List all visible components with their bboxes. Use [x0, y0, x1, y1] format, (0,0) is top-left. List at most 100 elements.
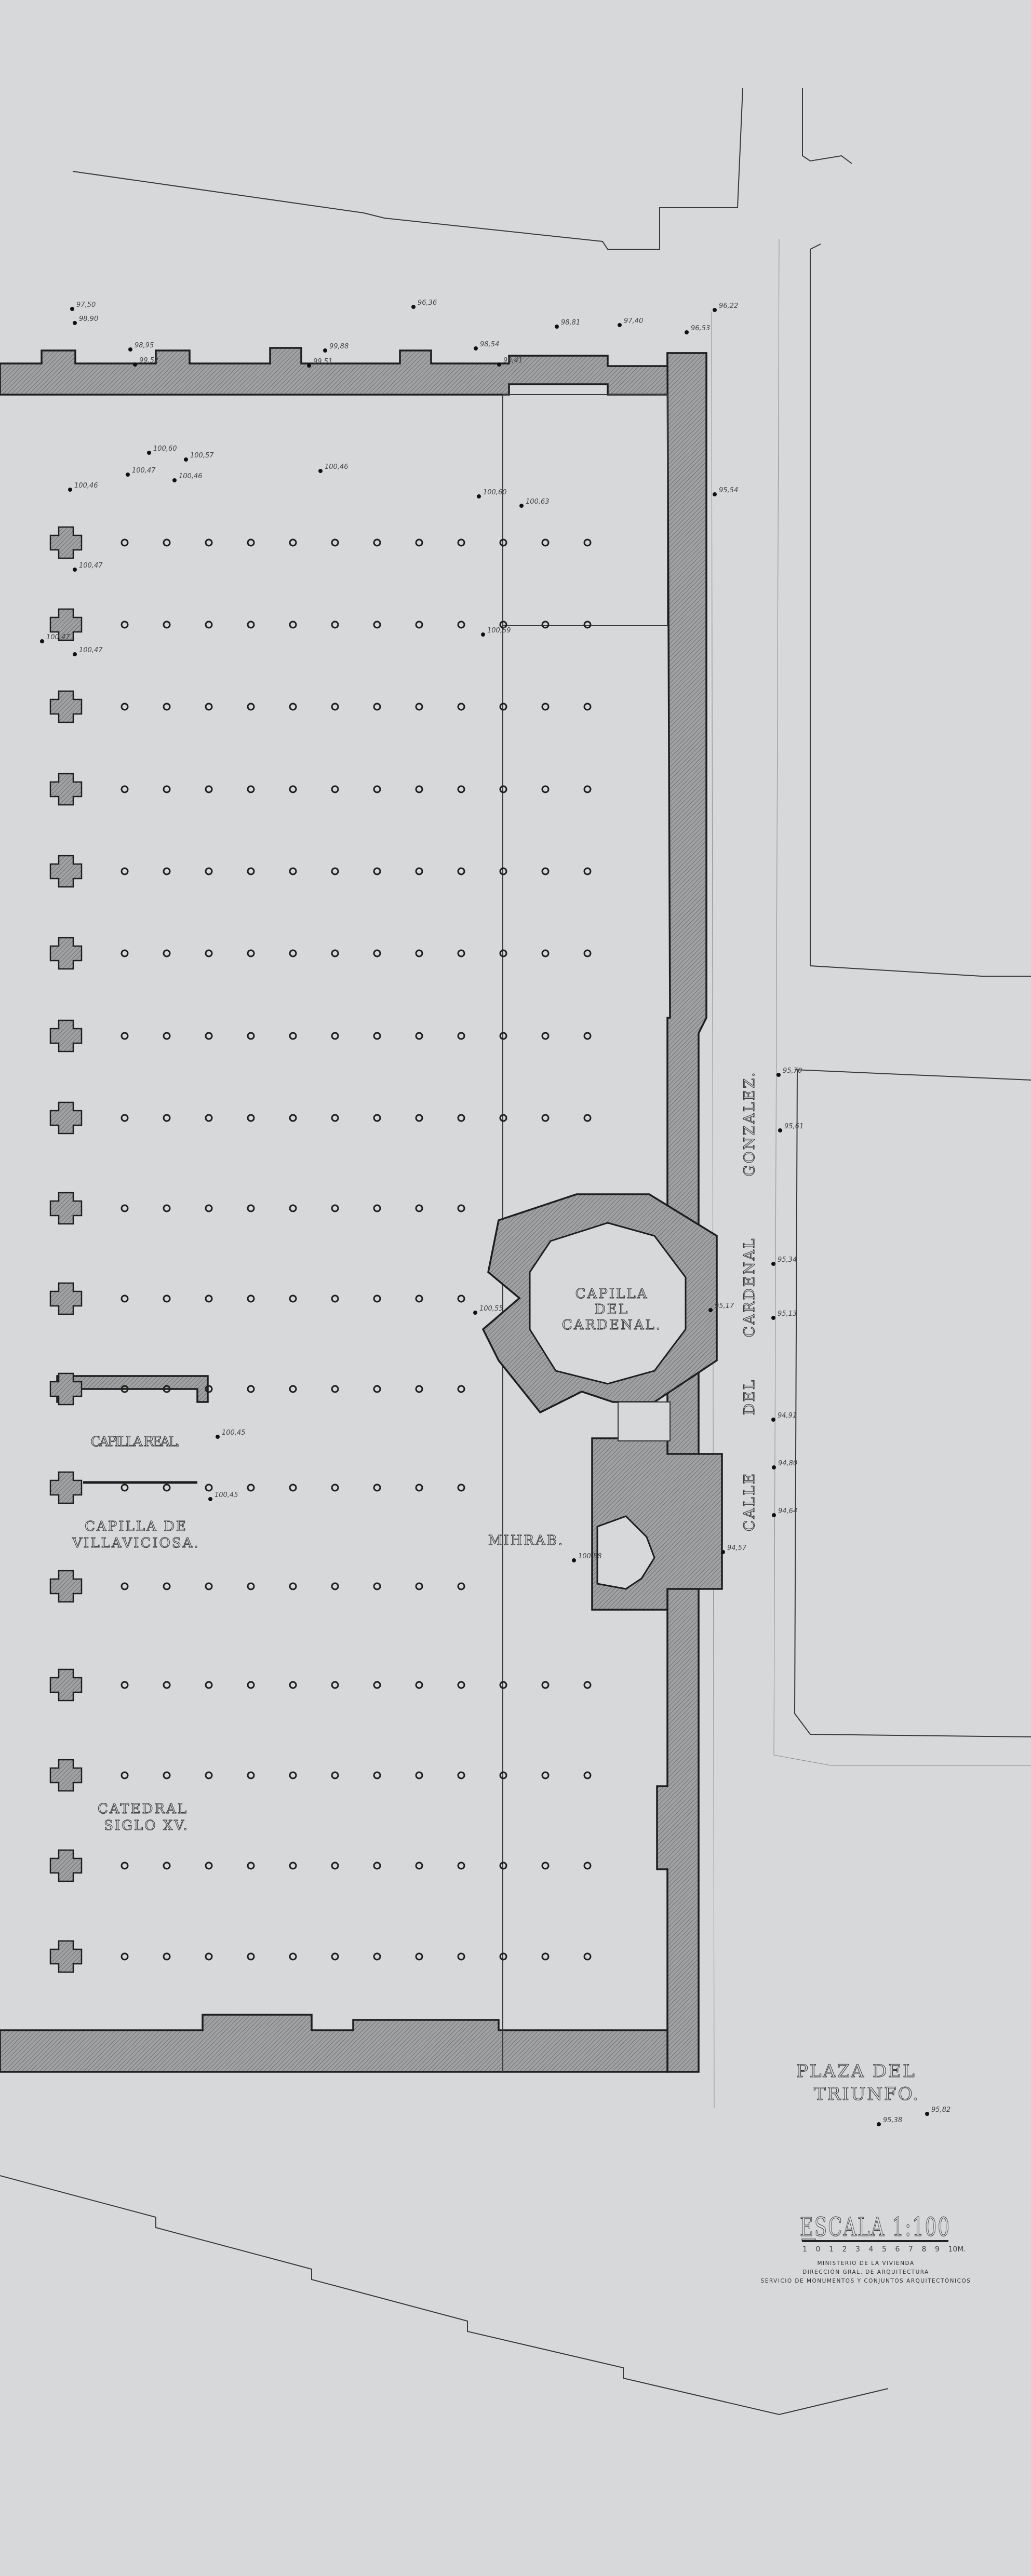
column: [457, 867, 465, 875]
column: [583, 1114, 592, 1122]
elevation-point-icon: [772, 1465, 776, 1469]
elevation-label: 98,54: [480, 341, 499, 348]
column: [457, 1385, 465, 1393]
column: [205, 785, 213, 793]
elevation-point-icon: [708, 1308, 713, 1312]
label-mihrab: MIHRAB.: [488, 1533, 564, 1548]
column: [331, 867, 339, 875]
column: [289, 1032, 297, 1040]
elevation-label: 100,55: [479, 1305, 503, 1313]
label-capilla-cardenal-2: DEL: [595, 1302, 629, 1317]
elevation-point-icon: [771, 1316, 775, 1320]
column: [331, 1862, 339, 1870]
column: [499, 538, 507, 547]
label-catedral-1: CATEDRAL: [98, 1801, 188, 1817]
elevation-label: 99,51: [313, 358, 332, 366]
column: [415, 1204, 423, 1212]
column: [163, 1204, 171, 1212]
scale-bar: [801, 2238, 948, 2242]
column: [415, 949, 423, 957]
column: [163, 1862, 171, 1870]
credit-direccion: DIRECCIÓN GRAL. DE ARQUITECTURA: [802, 2269, 929, 2275]
column: [205, 949, 213, 957]
label-capilla-real: CAPILLA REAL.: [91, 1434, 182, 1450]
elevation-point-icon: [318, 469, 323, 473]
column: [541, 867, 550, 875]
column: [205, 867, 213, 875]
column: [331, 1582, 339, 1590]
column: [289, 1483, 297, 1492]
label-calle-1: CALLE: [741, 1472, 758, 1531]
column: [499, 1771, 507, 1779]
column: [499, 1032, 507, 1040]
column: [541, 1114, 550, 1122]
elevation-label: 95,38: [883, 2116, 902, 2124]
column: [457, 538, 465, 547]
column: [457, 1771, 465, 1779]
elevation-point-icon: [772, 1513, 776, 1517]
column: [163, 621, 171, 629]
column: [373, 1114, 381, 1122]
elevation-label: 95,61: [784, 1123, 804, 1130]
elevation-label: 100,60: [483, 489, 507, 496]
column: [373, 621, 381, 629]
column: [289, 785, 297, 793]
pier: [49, 1940, 83, 1973]
elevation-point-icon: [73, 568, 77, 572]
elevation-label: 100,59: [487, 627, 511, 635]
scale-tick-label: 0: [816, 2245, 821, 2254]
pier: [49, 855, 83, 888]
column: [247, 785, 255, 793]
column: [415, 1862, 423, 1870]
elevation-point-icon: [618, 323, 622, 327]
column: [331, 1483, 339, 1492]
column: [289, 1952, 297, 1961]
column: [457, 785, 465, 793]
elevation-label: 100,47: [79, 562, 103, 570]
elevation-point-icon: [572, 1558, 576, 1562]
elevation-label: 97,40: [624, 317, 643, 325]
credit-ministerio: MINISTERIO DE LA VIVIENDA: [817, 2260, 914, 2267]
column: [457, 1294, 465, 1303]
column: [373, 867, 381, 875]
column: [247, 1204, 255, 1212]
inner-enclosure: [502, 394, 668, 626]
staircase: [618, 1401, 671, 1441]
column: [373, 1032, 381, 1040]
column: [583, 1952, 592, 1961]
column: [120, 1483, 129, 1492]
column: [289, 1114, 297, 1122]
elevation-point-icon: [778, 1128, 782, 1132]
column: [541, 949, 550, 957]
column: [205, 1385, 213, 1393]
column: [247, 1294, 255, 1303]
pier: [49, 1471, 83, 1504]
scale-tick-label: 8: [922, 2245, 927, 2254]
column: [331, 703, 339, 711]
column: [415, 1294, 423, 1303]
scale-tick-label: 1: [829, 2245, 834, 2254]
column: [499, 1952, 507, 1961]
column: [373, 703, 381, 711]
elevation-label: 94,80: [778, 1460, 797, 1467]
column: [205, 1032, 213, 1040]
label-calle-3: CARDENAL: [741, 1237, 758, 1338]
elevation-point-icon: [713, 492, 717, 496]
column: [120, 949, 129, 957]
scale-tick-label: 10M.: [948, 2245, 966, 2254]
column: [331, 1032, 339, 1040]
elevation-label: 96,53: [691, 325, 710, 332]
column: [373, 1294, 381, 1303]
column: [331, 1204, 339, 1212]
column: [373, 538, 381, 547]
column: [205, 1771, 213, 1779]
column: [120, 703, 129, 711]
column: [163, 1681, 171, 1689]
column: [205, 1681, 213, 1689]
elevation-point-icon: [925, 2112, 929, 2116]
column: [583, 703, 592, 711]
south-wall: [0, 2014, 668, 2073]
pier: [49, 1668, 83, 1702]
elevation-label: 100,46: [179, 473, 203, 480]
